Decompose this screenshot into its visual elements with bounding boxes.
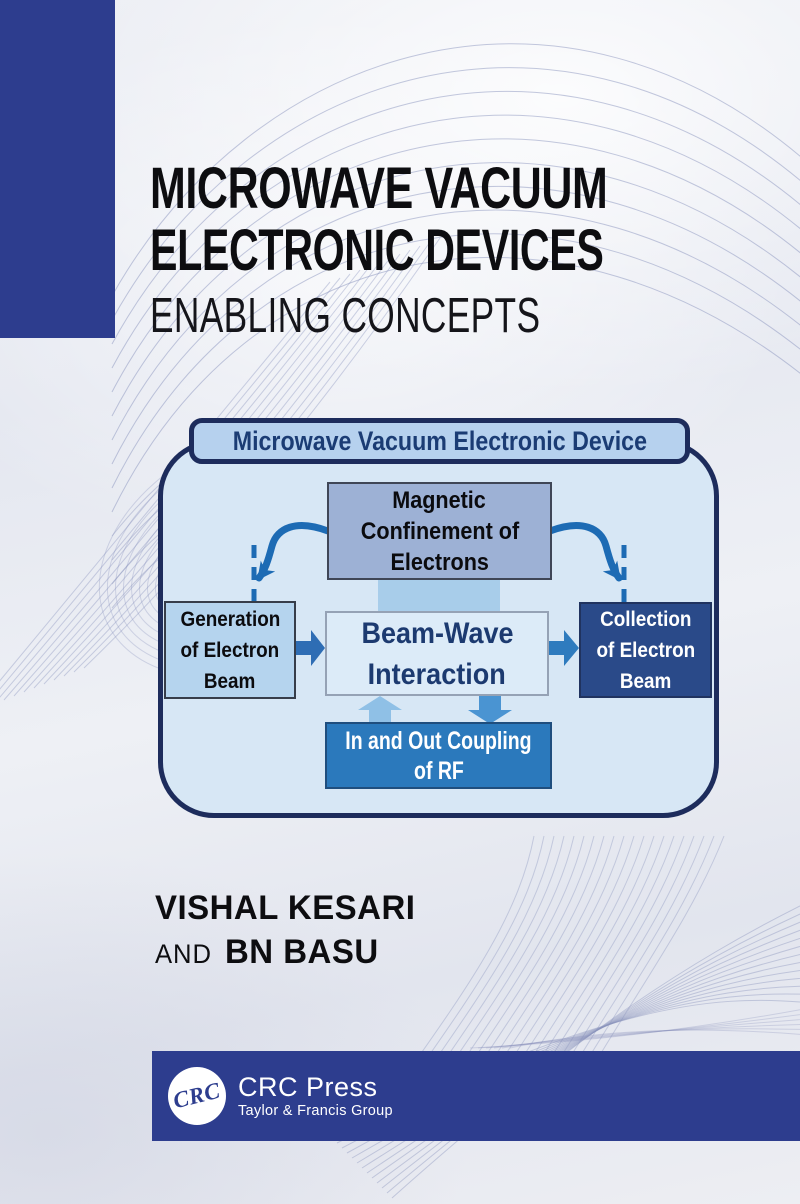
box-label-line: Generation: [180, 607, 280, 631]
author-name-2-text: BN BASU: [224, 933, 379, 971]
wave-line: [111, 114, 800, 369]
diagram-header-label: Microwave Vacuum Electronic Device: [232, 425, 647, 456]
wave-line: [477, 1014, 800, 1049]
crc-logo-text: CRC: [170, 1077, 223, 1114]
box-label-line: In and Out Coupling: [345, 726, 532, 755]
box-label-line: Confinement of: [360, 517, 519, 545]
box-label-line: Collection: [599, 607, 692, 631]
wave-line: [485, 1019, 800, 1049]
wave-line: [111, 43, 800, 297]
collection-box: Collection of Electron Beam: [579, 602, 712, 698]
subtitle-line: ENABLING CONCEPTS: [150, 288, 789, 344]
curved-arrow-right: [546, 522, 623, 582]
title-block: MICROWAVE VACUUM ELECTRONIC DEVICES ENAB…: [150, 158, 789, 344]
wave-line: [111, 257, 800, 513]
box-label-line: Beam-Wave: [360, 616, 514, 650]
publisher-tagline: Taylor & Francis Group: [238, 1103, 393, 1119]
crc-logo: CRC: [168, 1067, 226, 1125]
arrow-generation-to-beamwave: [296, 630, 325, 666]
box-label-line: Magnetic: [392, 486, 487, 514]
mved-block-diagram: Microwave Vacuum Electronic Device Magne…: [158, 418, 719, 820]
wave-line: [111, 233, 800, 489]
author-name-1: VISHAL KESARI: [155, 886, 423, 930]
title-line-2: ELECTRONIC DEVICES: [150, 218, 604, 283]
arrow-coupling-up: [358, 696, 402, 724]
title-line: ELECTRONIC DEVICES: [150, 220, 789, 282]
book-subtitle: ENABLING CONCEPTS: [150, 289, 541, 343]
left-accent-bar: [0, 0, 115, 338]
beam-wave-interaction-box: Beam-Wave Interaction: [325, 611, 549, 696]
title-line-1: MICROWAVE VACUUM: [150, 156, 608, 221]
publisher-bar: CRC CRC Press Taylor & Francis Group: [152, 1051, 800, 1141]
publisher-text: CRC Press Taylor & Francis Group: [238, 1072, 393, 1120]
box-label-line: Beam: [619, 669, 672, 693]
arrow-coupling-down: [468, 696, 512, 724]
generation-box: Generation of Electron Beam: [164, 601, 296, 699]
author-conjunction: AND: [155, 939, 213, 969]
wave-line: [111, 186, 800, 441]
wave-line: [509, 1029, 800, 1049]
wave-line: [111, 67, 800, 321]
box-label-line: of Electron: [180, 638, 280, 662]
box-label-line: Electrons: [390, 548, 489, 576]
wave-line: [111, 90, 800, 345]
arrow-beamwave-to-collection: [549, 630, 579, 666]
wave-line: [111, 209, 800, 465]
magnetic-confinement-box: Magnetic Confinement of Electrons: [327, 482, 552, 580]
curved-arrow-left: [255, 522, 332, 582]
box-label-line: Beam: [204, 669, 256, 693]
diagram-header: Microwave Vacuum Electronic Device: [189, 418, 690, 464]
author-name-2-line: AND BN BASU: [155, 930, 423, 976]
wave-line: [386, 913, 800, 1194]
title-line: MICROWAVE VACUUM: [150, 158, 789, 220]
box-label-line: Interaction: [367, 657, 507, 691]
wave-line: [0, 281, 331, 682]
rf-coupling-box: In and Out Coupling of RF: [325, 722, 552, 789]
authors-block: VISHAL KESARI AND BN BASU: [155, 886, 423, 976]
wave-line: [493, 1023, 800, 1049]
diagram-arrows-layer: [251, 522, 627, 724]
box-label-line: of Electron: [596, 638, 695, 662]
author-name-1-text: VISHAL KESARI: [155, 889, 416, 927]
magnetic-beamwave-connector: [378, 576, 500, 613]
wave-line: [469, 1009, 800, 1049]
wave-line: [111, 138, 800, 393]
wave-line: [111, 162, 800, 417]
box-label-line: of RF: [413, 756, 464, 785]
wave-line: [501, 1028, 800, 1049]
publisher-name: CRC Press: [238, 1072, 378, 1102]
